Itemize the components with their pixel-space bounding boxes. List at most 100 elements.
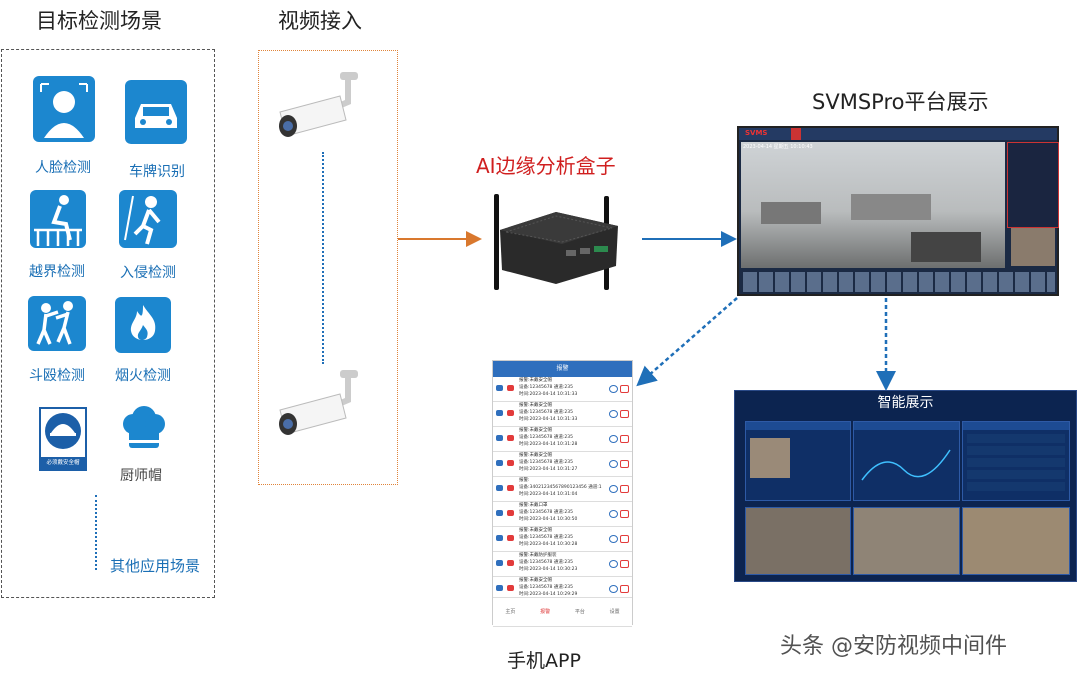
- smart-panel-map: [853, 421, 960, 501]
- person-icon: [496, 410, 503, 416]
- person-icon: [496, 385, 503, 391]
- svms-face-capture: [1011, 228, 1055, 266]
- alarm-time: 时间:2023-04-14 10:29:29: [519, 592, 578, 597]
- other-scenes-dots: [95, 495, 97, 570]
- scene-label-face: 人脸检测: [35, 160, 91, 176]
- arrow-platform-to-phone: [636, 297, 738, 387]
- face-icon[interactable]: [609, 535, 618, 543]
- face-icon: [33, 76, 95, 142]
- svms-alarm-tab[interactable]: [791, 128, 801, 140]
- fight-icon: [28, 296, 86, 351]
- camera-link-dots: [322, 152, 324, 364]
- svms-logo: SVMS: [745, 129, 768, 137]
- video-icon[interactable]: [620, 410, 629, 418]
- person-icon: [496, 560, 503, 566]
- scene-label-crossing: 越界检测: [29, 264, 85, 280]
- ai-box-title: AI边缘分析盒子: [476, 154, 616, 178]
- alarm-time: 时间:2023-04-14 10:31:33: [519, 392, 578, 397]
- face-icon[interactable]: [609, 485, 618, 493]
- alarm-time: 时间:2023-04-14 10:31:27: [519, 467, 578, 472]
- edge-box-device: [486, 190, 626, 298]
- alarm-type: 报警:未戴安全帽: [519, 378, 553, 383]
- video-icon[interactable]: [620, 460, 629, 468]
- phone-tabbar: 主页 报警 平台 设置: [493, 597, 632, 624]
- alarm-time: 时间:2023-04-14 10:30:28: [519, 542, 578, 547]
- camera-icon: [507, 510, 514, 516]
- camera-icon: [507, 410, 514, 416]
- video-icon[interactable]: [620, 510, 629, 518]
- camera-icon: [507, 560, 514, 566]
- alarm-time: 时间:2023-04-14 10:30:23: [519, 567, 578, 572]
- video-access-title: 视频接入: [278, 9, 362, 33]
- alarm-type: 报警:未戴安全帽: [519, 578, 553, 583]
- alarm-type: 报警:未戴安全帽: [519, 403, 553, 408]
- person-icon: [496, 585, 503, 591]
- alarm-row[interactable]: 报警:未戴防护服装设备:12345678 通道:235 时间:2023-04-14…: [493, 552, 632, 577]
- alarm-device: 设备:12345678 通道:235: [519, 560, 573, 565]
- person-icon: [496, 510, 503, 516]
- alarm-device: 设备:12345678 通道:235: [519, 585, 573, 590]
- camera-icon: [507, 435, 514, 441]
- alarm-row[interactable]: 报警:未戴安全帽设备:12345678 通道:235 时间:2023-04-14 …: [493, 377, 632, 402]
- smart-video-1: [745, 507, 851, 575]
- fence-crossing-icon: [30, 190, 86, 248]
- tab-alarm[interactable]: 报警: [540, 608, 551, 615]
- smart-panel-table: [962, 421, 1070, 501]
- alarm-device: 设备:12345678 通道:235: [519, 385, 573, 390]
- video-icon[interactable]: [620, 585, 629, 593]
- alarm-type: 报警:未戴防护服装: [519, 553, 557, 558]
- scene-label-plate: 车牌识别: [129, 164, 185, 180]
- scene-label-fire: 烟火检测: [115, 368, 171, 384]
- tab-home[interactable]: 主页: [505, 608, 516, 615]
- alarm-row[interactable]: 报警:未戴安全帽设备:12345678 通道:235 时间:2023-04-14 …: [493, 402, 632, 427]
- video-icon[interactable]: [620, 385, 629, 393]
- scene-label-fight: 斗殴检测: [29, 368, 85, 384]
- video-icon[interactable]: [620, 485, 629, 493]
- video-icon[interactable]: [620, 535, 629, 543]
- svms-thumbnail-strip[interactable]: [743, 272, 1055, 292]
- alarm-type: 报警:: [519, 478, 530, 483]
- target-scenes-title: 目标检测场景: [36, 9, 162, 33]
- scenes-panel: [1, 49, 215, 598]
- alarm-device: 设备:12345678 通道:235: [519, 410, 573, 415]
- face-icon[interactable]: [609, 510, 618, 518]
- face-icon[interactable]: [609, 435, 618, 443]
- fire-icon: [115, 297, 171, 353]
- svms-main-video: 2023-04-14 星期五 10:10:43: [741, 142, 1005, 268]
- smart-display-screen: 智能展示: [734, 390, 1077, 582]
- mobile-app-title: 手机APP: [507, 650, 581, 672]
- face-icon[interactable]: [609, 585, 618, 593]
- face-icon[interactable]: [609, 385, 618, 393]
- tab-settings[interactable]: 设置: [609, 608, 620, 615]
- alarm-time: 时间:2023-04-14 10:31:33: [519, 417, 578, 422]
- alarm-time: 时间:2023-04-14 10:31:04: [519, 492, 578, 497]
- smart-display-title: 智能展示: [877, 395, 934, 411]
- alarm-type: 报警:未戴安全帽: [519, 453, 553, 458]
- alarm-time: 时间:2023-04-14 10:31:28: [519, 442, 578, 447]
- alarm-device: 设备:34021234567890123456 通道:1: [519, 485, 602, 490]
- person-icon: [496, 460, 503, 466]
- face-icon[interactable]: [609, 410, 618, 418]
- video-icon[interactable]: [620, 435, 629, 443]
- watermark: 头条 @安防视频中间件: [780, 634, 1007, 659]
- svms-topbar: SVMS: [739, 128, 1057, 140]
- alarm-row[interactable]: 报警: 设备:34021234567890123456 通道:1 时间:2023-0…: [493, 477, 632, 502]
- svms-monitor: SVMS 2023-04-14 星期五 10:10:43: [737, 126, 1059, 296]
- face-icon[interactable]: [609, 460, 618, 468]
- phone-header: 报警: [493, 361, 632, 377]
- smart-video-2: [853, 507, 960, 575]
- camera-icon: [507, 485, 514, 491]
- smart-video-3: [962, 507, 1070, 575]
- tab-platform[interactable]: 平台: [574, 608, 585, 615]
- svms-alarm-list: [1007, 142, 1059, 228]
- video-icon[interactable]: [620, 560, 629, 568]
- alarm-type: 报警:未戴安全帽: [519, 528, 553, 533]
- face-icon[interactable]: [609, 560, 618, 568]
- person-icon: [496, 535, 503, 541]
